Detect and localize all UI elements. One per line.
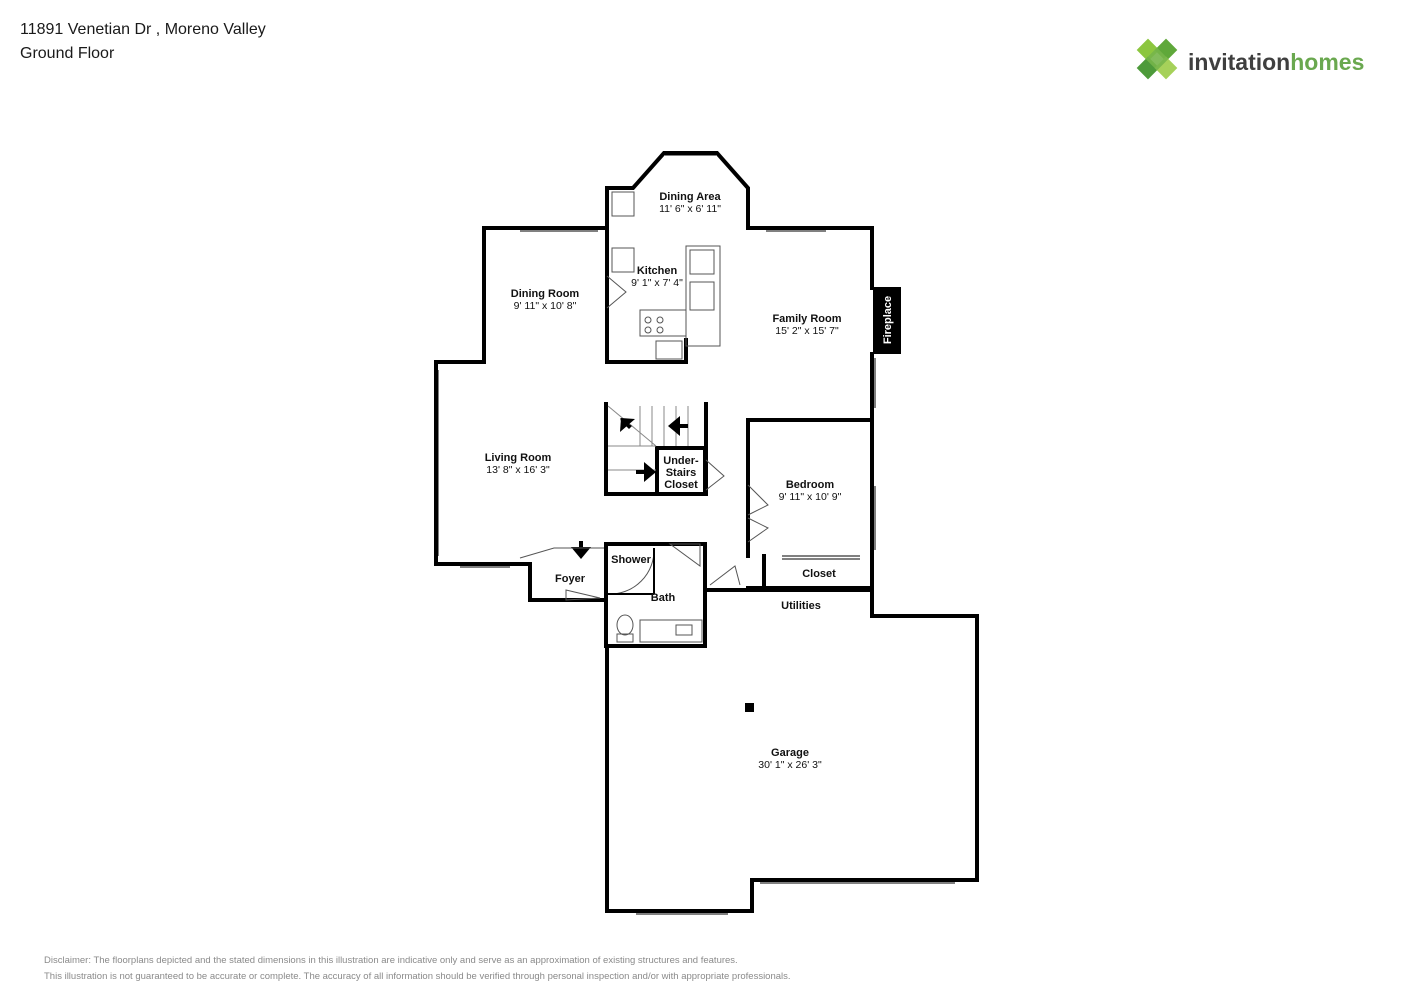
bedroom-dimensions: 9' 11" x 10' 9" [779, 491, 842, 503]
floor-name: Ground Floor [20, 45, 115, 62]
brand-name-first: invitation [1188, 49, 1290, 75]
property-address: 11891 Venetian Dr , Moreno Valley [20, 21, 266, 38]
shower-label: Shower [611, 554, 651, 566]
closet-label-2: Stairs [666, 467, 697, 479]
entry-down-arrow-icon [571, 547, 591, 559]
svg-text:invitationhomes: invitationhomes [1188, 49, 1364, 75]
living-room-dimensions: 13' 8" x 16' 3" [486, 464, 550, 476]
disclaimer-line-2: This illustration is not guaranteed to b… [44, 971, 791, 982]
fireplace-label: Fireplace [882, 296, 894, 344]
living-room-name: Living Room [485, 452, 552, 464]
fireplace-block [873, 287, 901, 354]
kitchen-counters [611, 191, 721, 360]
garage-name: Garage [771, 747, 809, 759]
invitation-homes-logo: invitationhomes [1136, 38, 1364, 80]
stair-arrows [571, 416, 688, 559]
closet-label-3: Closet [664, 479, 698, 491]
dining-room-name: Dining Room [511, 288, 580, 300]
kitchen-name: Kitchen [637, 265, 678, 277]
windows [434, 151, 955, 915]
kitchen-dimensions: 9' 1" x 7' 4" [631, 277, 683, 289]
utilities-label: Utilities [781, 600, 821, 612]
family-room-dimensions: 15' 2" x 15' 7" [775, 325, 839, 337]
garage-dimensions: 30' 1" x 26' 3" [758, 759, 822, 771]
bedroom-name: Bedroom [786, 479, 835, 491]
stair-left-arrow-icon [668, 416, 680, 436]
dining-area-dimensions: 11' 6" x 6' 11" [659, 203, 721, 215]
stair-right-arrow-icon [644, 462, 656, 482]
closet-label-1: Under- [663, 455, 699, 467]
disclaimer-line-1: Disclaimer: The floorplans depicted and … [44, 955, 738, 966]
bath-fixtures [607, 547, 703, 643]
bath-label: Bath [651, 592, 676, 604]
dining-area-name: Dining Area [659, 191, 721, 203]
foyer-label: Foyer [555, 573, 586, 585]
walls [434, 151, 979, 913]
brand-name-second: homes [1290, 49, 1364, 75]
stair-down-arrow-icon [620, 418, 635, 432]
door-swings [519, 275, 769, 601]
closet-label: Closet [802, 568, 836, 580]
family-room-name: Family Room [772, 313, 841, 325]
garage-post [745, 703, 754, 712]
dining-room-dimensions: 9' 11" x 10' 8" [514, 300, 577, 312]
